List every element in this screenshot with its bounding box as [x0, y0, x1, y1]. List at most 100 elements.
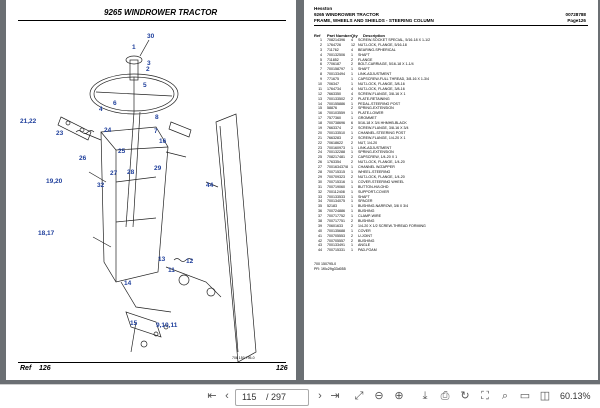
col-ref: Ref	[314, 33, 321, 38]
doc-code: 00728788	[565, 12, 586, 17]
row-ref: 3	[320, 47, 322, 52]
footer-rule	[18, 362, 286, 363]
row-part-number: 700709323	[327, 174, 345, 179]
row-description: PAD-FOAM	[358, 248, 377, 253]
fullscreen-icon[interactable]: ⛶	[481, 390, 489, 402]
row-part-number: 52183	[327, 204, 337, 209]
row-ref: 26	[318, 160, 322, 165]
row-part-number: 1764726	[327, 42, 341, 47]
current-page[interactable]: 115	[242, 392, 257, 402]
row-description: BUSHING	[358, 238, 375, 243]
print-icon[interactable]: ⎙	[440, 390, 450, 402]
header-rule	[314, 25, 588, 26]
first-page-icon[interactable]: ⇤	[207, 390, 217, 402]
last-page-icon[interactable]: ⇥	[330, 390, 340, 402]
row-description: SCREW-FLANGE, 3/8-16 X 3/4	[358, 126, 409, 131]
callout-11: 11	[168, 267, 175, 274]
row-qty: 1	[351, 170, 353, 175]
row-ref: 9	[320, 77, 322, 82]
row-qty: 4	[351, 91, 353, 96]
row-ref: 15	[318, 106, 322, 111]
row-qty: 1	[351, 179, 353, 184]
row-qty: 4	[351, 38, 353, 42]
row-part-number: 7577360	[327, 116, 341, 121]
zoom-in-icon[interactable]: ⊕	[394, 390, 404, 402]
row-description: PLATE-LOWER	[358, 111, 384, 116]
row-ref: 1	[320, 38, 322, 42]
ref-right-value: 126	[276, 365, 288, 372]
figure-number: 706 150 795-0	[232, 356, 255, 360]
row-description: 1/4-20 X 1/2 SCREW-THREAD FORMING	[358, 223, 426, 228]
row-ref: 14	[318, 101, 322, 106]
row-description: SHAFT	[358, 52, 370, 57]
document-viewer[interactable]: 9265 WINDROWER TRACTOR	[0, 0, 600, 384]
row-qty: 2	[351, 126, 353, 131]
fit-page-icon[interactable]: ⤢	[354, 390, 364, 402]
row-ref: 32	[318, 189, 322, 194]
row-part-number: 711762	[327, 47, 339, 52]
row-description: SCREW-FLANGE, 1/4-20 X 1	[358, 135, 406, 140]
callout-28: 28	[127, 169, 135, 176]
row-ref: 44	[318, 248, 322, 253]
row-part-number: 700135688	[327, 228, 345, 233]
download-icon[interactable]: ⤓	[422, 390, 428, 402]
total-pages: / 297	[266, 392, 287, 402]
row-part-number: 771675	[327, 77, 339, 82]
rotate-icon[interactable]: ↻	[460, 390, 470, 402]
row-part-number: 700160973	[327, 145, 345, 150]
callout-3: 3	[147, 60, 151, 67]
steering-column-diagram	[57, 39, 257, 363]
zoom-level[interactable]: 60.13%	[560, 391, 591, 401]
row-part-number: 700715315	[327, 170, 345, 175]
callout-12: 12	[186, 258, 194, 265]
page-title: 9265 WINDROWER TRACTOR	[104, 8, 218, 17]
row-description: SPRING-EXTENSION	[358, 150, 394, 155]
row-ref: 38	[318, 218, 322, 223]
section-title: FRAME, WHEELS AND SHIELDS - STEERING COL…	[314, 18, 434, 23]
row-ref: 12	[318, 91, 322, 96]
two-page-icon[interactable]: ◫	[539, 390, 551, 402]
ref-label: Ref	[20, 365, 32, 372]
next-page-icon[interactable]: ›	[318, 390, 322, 402]
row-ref: 41	[318, 233, 322, 238]
row-qty: 1	[351, 150, 353, 155]
row-part-number: 700133533	[327, 194, 345, 199]
row-ref: 8	[320, 72, 322, 77]
row-ref: 40	[318, 228, 322, 233]
row-description: COVER	[358, 228, 371, 233]
row-part-number: 700133494	[327, 72, 345, 77]
search-icon[interactable]: ⌕	[501, 390, 509, 402]
row-description: SPRING-EXTENSION	[358, 106, 394, 111]
row-part-number: 700717751	[327, 218, 345, 223]
previous-page-icon[interactable]: ‹	[225, 390, 229, 402]
callout-23: 23	[56, 130, 64, 137]
row-qty: 6	[351, 121, 353, 126]
callout-7: 7	[154, 128, 158, 135]
row-part-number: 70601633	[327, 223, 343, 228]
row-qty: 4	[351, 47, 353, 52]
callout-29: 29	[154, 165, 162, 172]
row-part-number: 700724886	[327, 209, 345, 214]
single-page-icon[interactable]: ▭	[519, 390, 531, 402]
row-part-number: 700133502	[327, 96, 345, 101]
row-part-number: 711852	[327, 57, 339, 62]
row-description: CAPSCREW-FULL THREAD, 3/8-16 X 1-3/4	[358, 77, 430, 82]
row-part-number: 7663374	[327, 126, 341, 131]
row-description: PLATE-RETAINING	[358, 96, 390, 101]
page-number-field[interactable]: 115 / 297	[235, 389, 309, 406]
row-description: NUT-LOCK, FLANGE, 1/4-20	[358, 160, 405, 165]
zoom-out-icon[interactable]: ⊖	[374, 390, 384, 402]
row-part-number: 700715316	[327, 179, 345, 184]
row-description: SHAFT	[358, 194, 370, 199]
